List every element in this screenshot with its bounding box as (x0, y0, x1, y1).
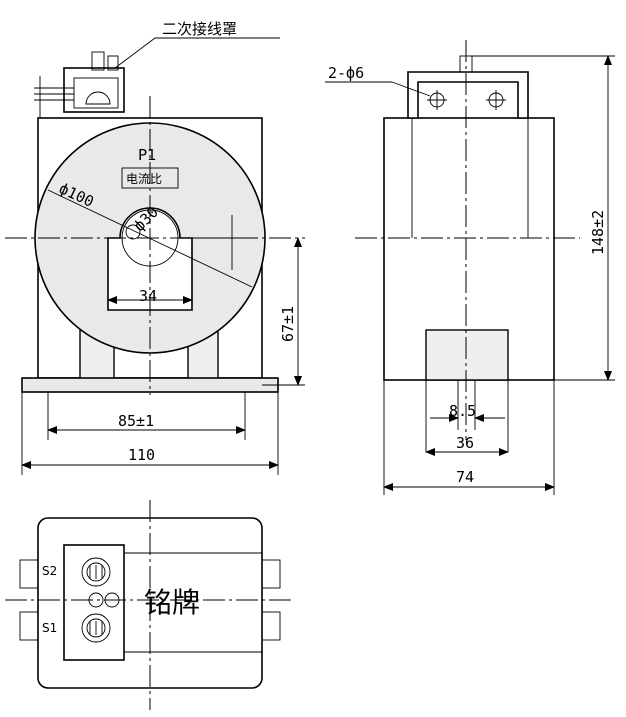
center-hole (125, 224, 141, 240)
side-foot (425, 329, 509, 381)
terminal-p1-label: P1 (138, 146, 157, 164)
dim-slot-width: 8.5 (449, 402, 476, 420)
s1-label: S1 (42, 621, 57, 635)
dim-mount-spacing: 85±1 (118, 412, 154, 430)
front-view: P1 电流比 ф100 ф30 34 67±1 85±1 110 (5, 20, 305, 475)
nameplate-label: 铭牌 (144, 586, 200, 619)
top-view: S2 S1 铭牌 (5, 500, 295, 710)
holes-label: 2-ф6 (328, 64, 364, 82)
dim-side-width: 74 (456, 468, 474, 486)
side-view: 2-ф6 148±2 8.5 36 74 (325, 40, 615, 495)
terminal-s2 (81, 557, 111, 587)
dim-window-width: 34 (139, 287, 157, 305)
secondary-cover-box (34, 51, 125, 118)
ratio-box (121, 167, 179, 189)
secondary-cover-label: 二次接线罩 (162, 20, 237, 38)
s2-label: S2 (42, 564, 57, 578)
dim-foot-width: 36 (456, 434, 474, 452)
ratio-label: 电流比 (126, 172, 162, 186)
side-terminal-bracket (407, 55, 529, 119)
dim-total-height: 148±2 (589, 210, 607, 255)
terminal-s1 (81, 613, 111, 643)
dim-base-length: 110 (128, 446, 155, 464)
terminal-block (63, 544, 125, 661)
dim-center-height: 67±1 (279, 306, 297, 342)
